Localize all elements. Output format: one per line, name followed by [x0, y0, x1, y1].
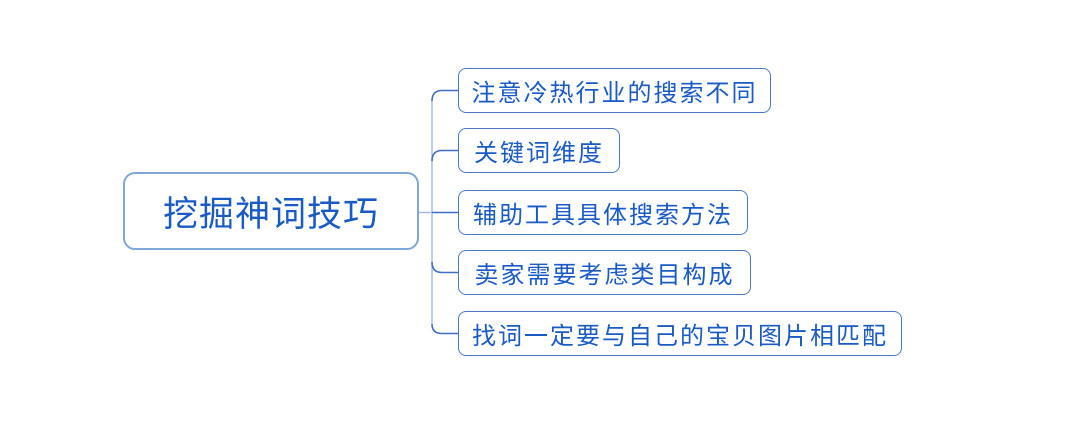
child-node-label: 注意冷热行业的搜索不同: [471, 81, 758, 107]
child-node-4[interactable]: 卖家需要考虑类目构成: [458, 250, 751, 295]
branch-line-5: [431, 323, 458, 335]
branch-line-1: [431, 89, 458, 102]
root-node[interactable]: 挖掘神词技巧: [123, 172, 419, 250]
branch-line-4: [431, 261, 458, 274]
child-node-5[interactable]: 找词一定要与自己的宝贝图片相匹配: [458, 311, 902, 356]
child-node-label: 找词一定要与自己的宝贝图片相匹配: [472, 324, 888, 350]
child-node-3[interactable]: 辅助工具具体搜索方法: [458, 190, 748, 235]
child-node-label: 关键词维度: [474, 141, 604, 167]
child-node-2[interactable]: 关键词维度: [458, 128, 620, 173]
child-node-label: 卖家需要考虑类目构成: [474, 263, 735, 289]
branch-line-2: [431, 149, 458, 162]
child-node-label: 辅助工具具体搜索方法: [473, 203, 733, 229]
child-node-1[interactable]: 注意冷热行业的搜索不同: [458, 68, 771, 113]
root-node-label: 挖掘神词技巧: [162, 194, 379, 234]
